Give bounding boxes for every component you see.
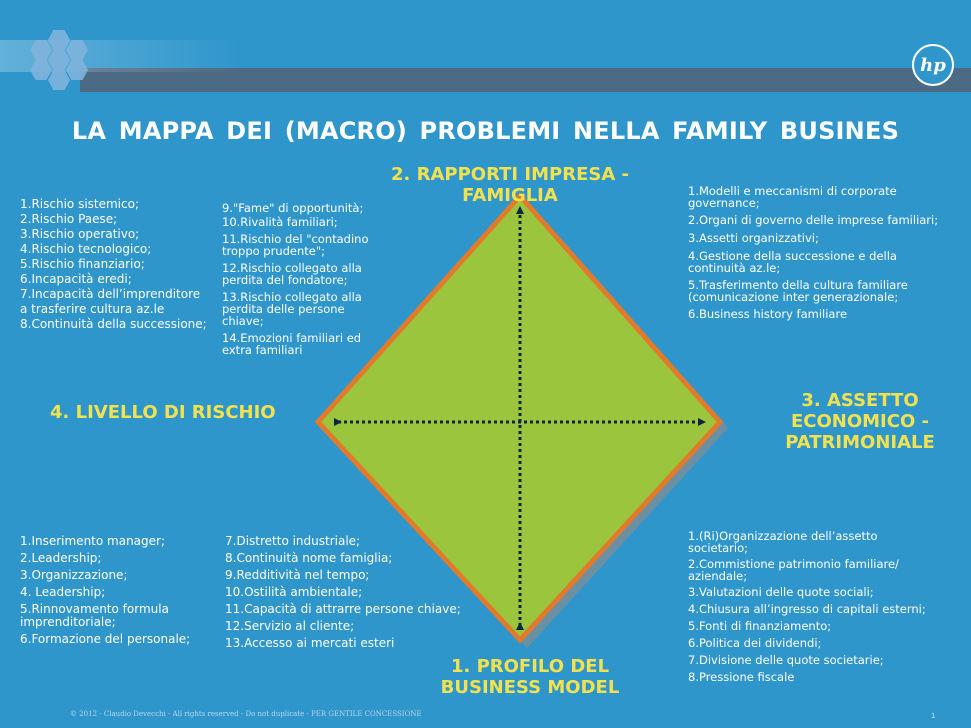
list-item: 6.Formazione del personale; — [20, 632, 191, 646]
page-number: 1 — [931, 712, 936, 720]
list-item: 6.Business history familiare — [688, 307, 848, 321]
category-right-line2: ECONOMICO - — [790, 411, 930, 432]
list-item: 8.Continuità della successione; — [20, 317, 207, 331]
list-item: 2.Commistione patrimonio familiare/ azie… — [688, 557, 899, 583]
list-item: 10.Rivalità familiari; — [222, 215, 338, 229]
list-item: 4. Leadership; — [20, 585, 106, 599]
list-item: 14.Emozioni familiari ed extra familiari — [222, 331, 362, 357]
list-item: 6.Politica dei dividendi; — [688, 636, 822, 650]
slide-title: LA MAPPA DEI (MACRO) PROBLEMI NELLA FAMI… — [71, 117, 900, 145]
list-item: 4.Chiusura all’ingresso di capitali este… — [688, 602, 926, 616]
list-item: 5.Fonti di finanziamento; — [688, 619, 832, 633]
list-item: 2.Leadership; — [20, 551, 102, 565]
list-item: 7.Divisione delle quote societarie; — [688, 653, 884, 667]
list-item: 7.Distretto industriale; — [225, 534, 361, 548]
list-family-risks: 9."Fame" di opportunità; 10.Rivalità fam… — [222, 202, 382, 356]
list-item: 12.Servizio al cliente; — [225, 619, 355, 633]
list-item: 1.(Ri)Organizzazione dell’assetto societ… — [688, 529, 878, 555]
list-business-model: 7.Distretto industriale; 8.Continuità no… — [225, 535, 465, 650]
list-item: 1.Rischio sistemico; — [20, 197, 139, 211]
list-management: 1.Inserimento manager; 2.Leadership; 3.O… — [20, 535, 220, 646]
category-bottom: 1. PROFILO DEL BUSINESS MODEL — [420, 656, 640, 698]
list-item: 3.Rischio operativo; — [20, 227, 140, 241]
category-right-line3: PATRIMONIALE — [785, 432, 935, 453]
list-item: 8.Continuità nome famiglia; — [225, 551, 393, 565]
list-item: 10.Ostilità ambientale; — [225, 585, 363, 599]
list-item: 13.Accesso ai mercati esteri — [225, 636, 395, 650]
category-top: 2. RAPPORTI IMPRESA - FAMIGLIA — [350, 164, 670, 206]
list-item: 2.Organi di governo delle imprese famili… — [688, 213, 939, 227]
category-left: 4. LIVELLO DI RISCHIO — [50, 402, 276, 423]
list-item: 5.Trasferimento della cultura familiare … — [688, 278, 908, 304]
list-item: 9."Fame" di opportunità; — [222, 201, 364, 215]
header-banner — [80, 68, 971, 92]
category-bottom-line1: 1. PROFILO DEL — [450, 656, 610, 677]
list-item: 4.Gestione della successione e della con… — [688, 249, 897, 275]
list-item: 1.Modelli e meccanismi di corporate gove… — [688, 184, 897, 210]
category-top-line1: 2. RAPPORTI IMPRESA - — [391, 164, 629, 185]
list-asset-structure: 1.(Ri)Organizzazione dell’assetto societ… — [688, 530, 950, 683]
list-item: 3.Assetti organizzativi; — [688, 231, 819, 245]
list-item: 4.Rischio tecnologico; — [20, 242, 152, 256]
category-bottom-line2: BUSINESS MODEL — [440, 677, 620, 698]
list-governance: 1.Modelli e meccanismi di corporate gove… — [688, 185, 950, 320]
list-item: 5.Rinnovamento formula imprenditoriale; — [20, 602, 169, 629]
list-risk-factors: 1.Rischio sistemico; 2.Rischio Paese; 3.… — [20, 197, 220, 332]
hp-logo-icon: hp — [912, 44, 954, 86]
list-item: 11.Rischio del "contadino troppo prudent… — [222, 232, 369, 258]
category-right-line1: 3. ASSETTO — [801, 390, 919, 411]
category-top-line2: FAMIGLIA — [462, 185, 558, 206]
copyright-footer: © 2012 - Claudio Devecchi - All rights r… — [70, 710, 422, 718]
list-item: 7.Incapacità dell’imprenditore — [20, 287, 201, 301]
hp-logo-text: hp — [920, 54, 946, 76]
list-item: 12.Rischio collegato alla perdita del fo… — [222, 261, 362, 287]
list-item: 3.Organizzazione; — [20, 568, 128, 582]
list-item: 8.Pressione fiscale — [688, 670, 795, 684]
list-item: 9.Redditività nel tempo; — [225, 568, 370, 582]
category-right: 3. ASSETTO ECONOMICO - PATRIMONIALE — [760, 390, 960, 453]
list-item: 2.Rischio Paese; — [20, 212, 118, 226]
list-item: 3.Valutazioni delle quote sociali; — [688, 585, 874, 599]
list-item: 11.Capacità di attrarre persone chiave; — [225, 602, 461, 616]
list-item: 1.Inserimento manager; — [20, 534, 166, 548]
list-item: a trasferire cultura az.le — [20, 302, 165, 316]
list-item: 5.Rischio finanziario; — [20, 257, 145, 271]
list-item: 13.Rischio collegato alla perdita delle … — [222, 290, 362, 328]
list-item: 6.Incapacità eredi; — [20, 272, 132, 286]
